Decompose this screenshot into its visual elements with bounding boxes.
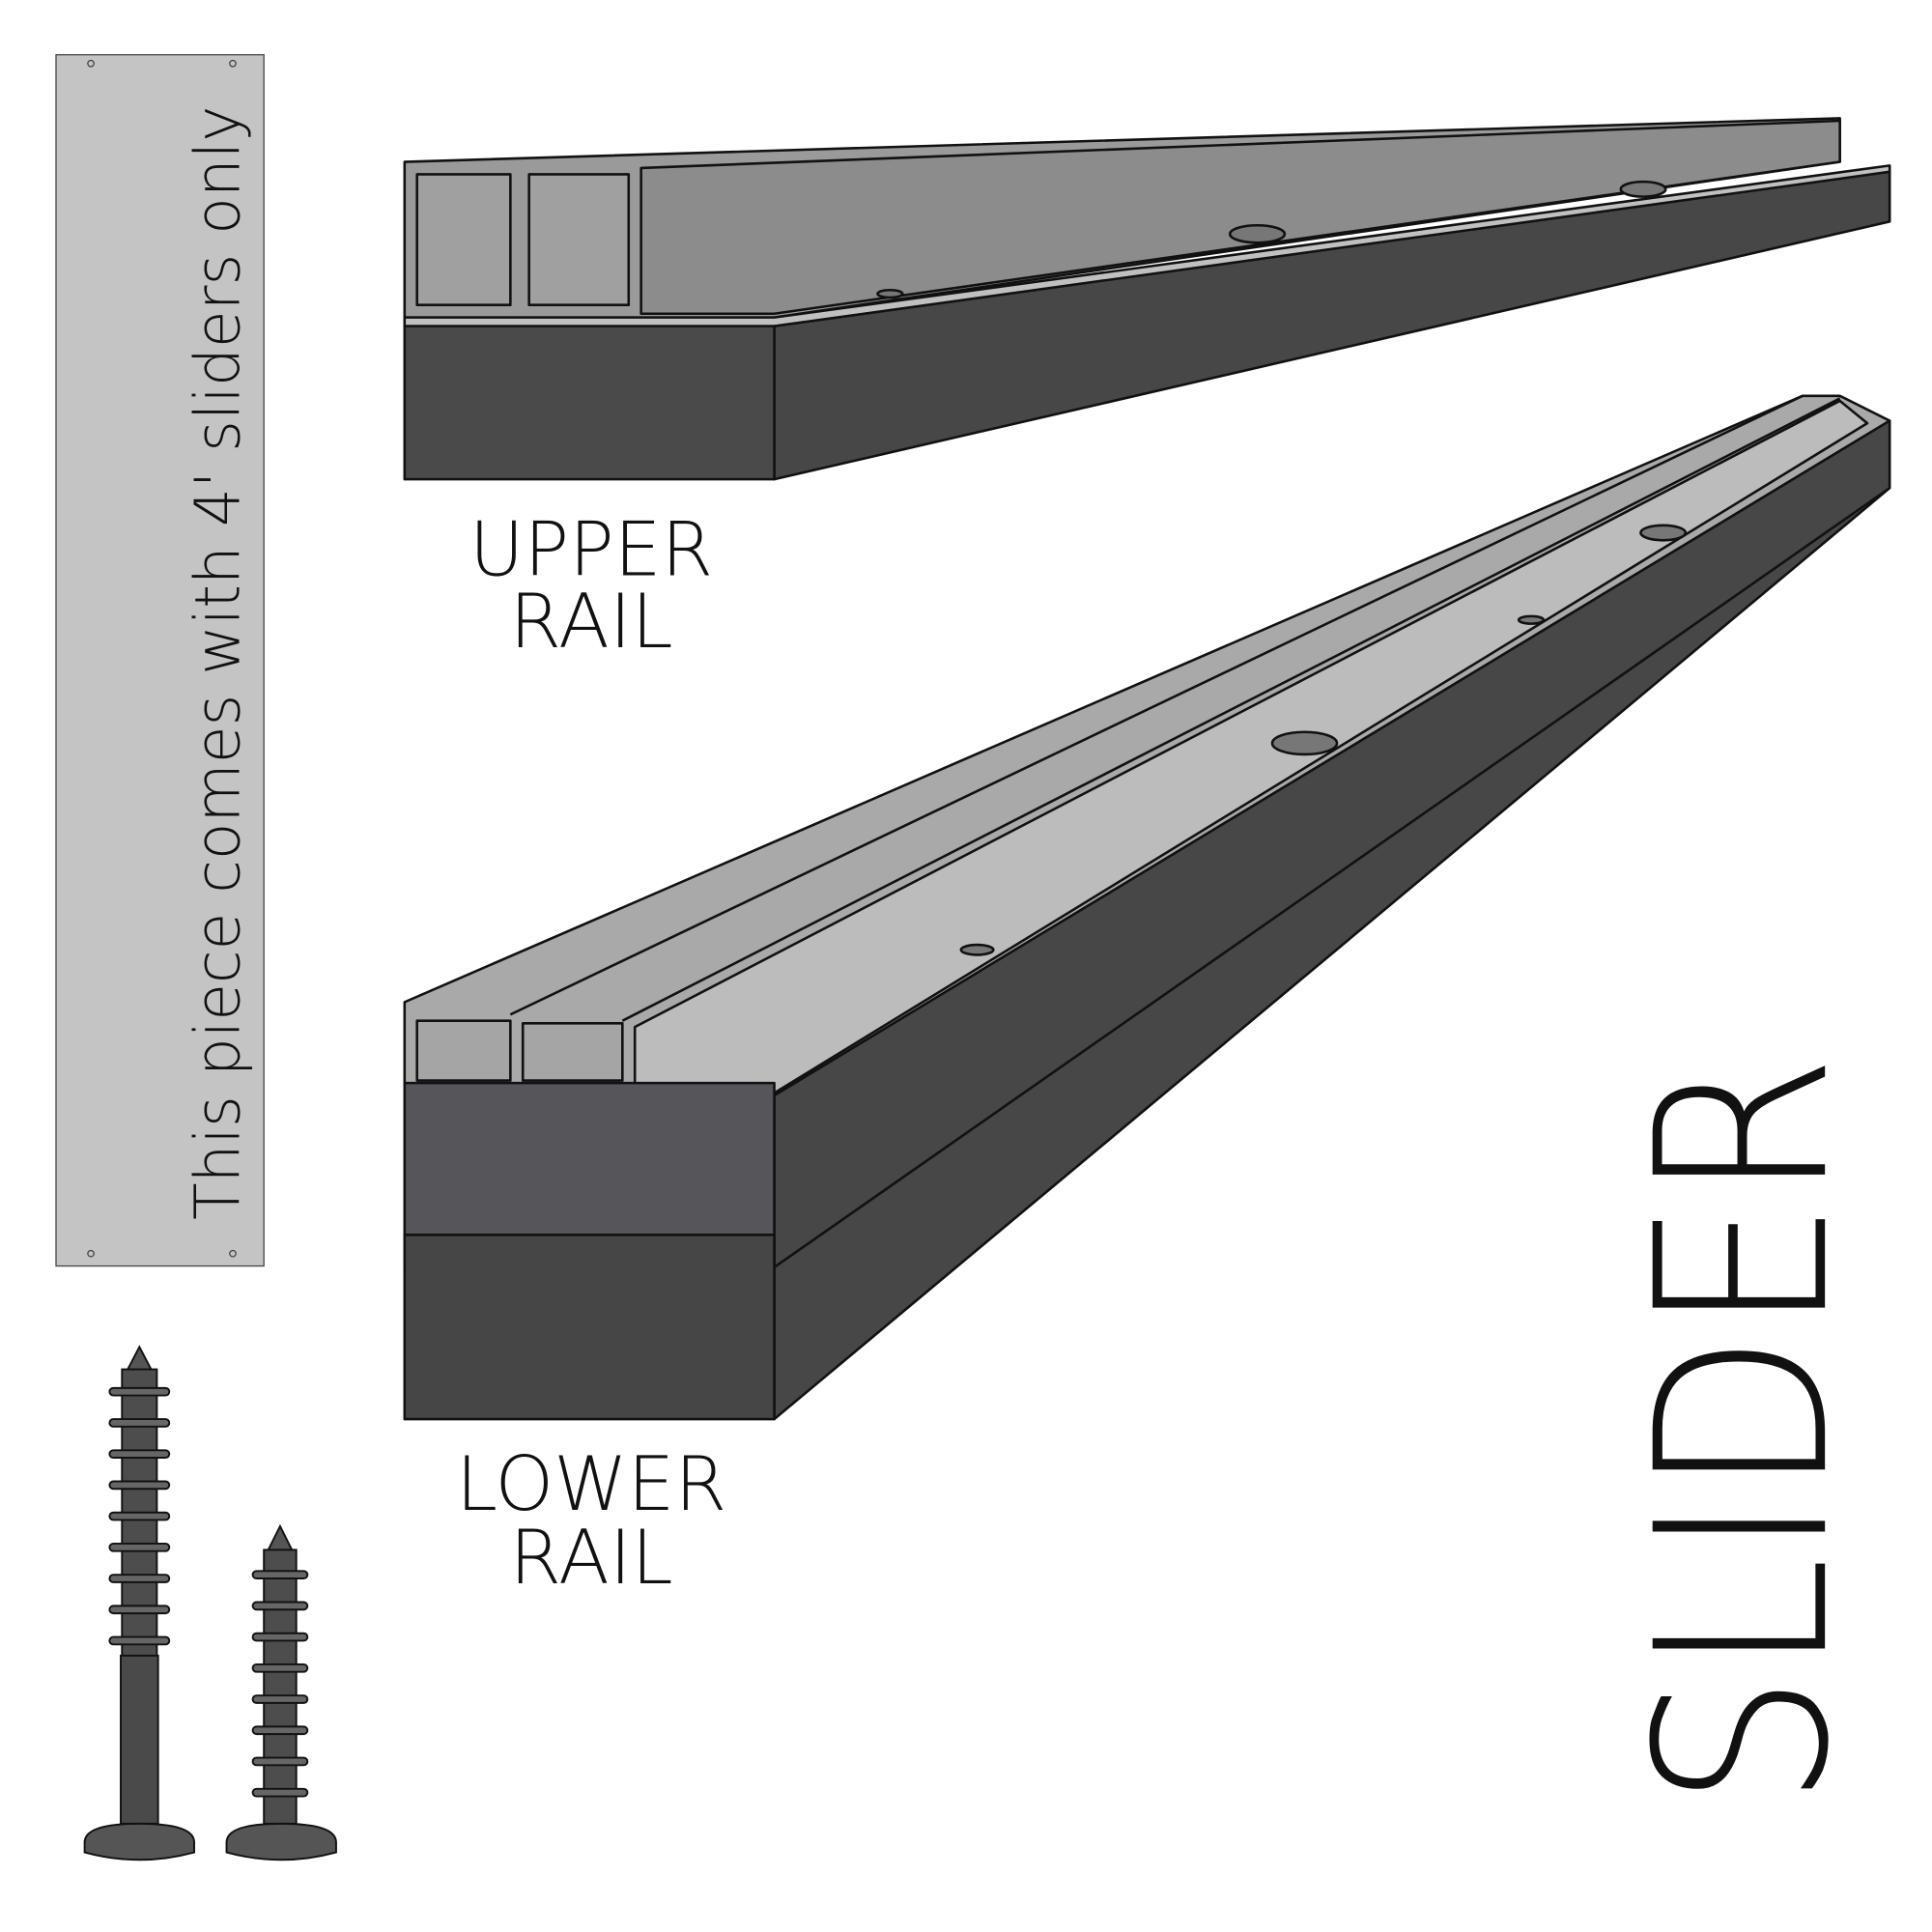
lower-rail-label-line2: RAIL [509, 1515, 672, 1602]
lower-rail-label-line1: LOWER [456, 1441, 726, 1528]
upper-rail-label-line1: UPPER [469, 506, 713, 593]
lower-rail-illustration [403, 394, 1891, 1421]
long-screw-icon [83, 1345, 195, 1861]
upper-rail-illustration [403, 117, 1891, 481]
short-screw-icon [225, 1523, 337, 1861]
note-text: This piece comes with 4' sliders only [182, 106, 254, 1220]
upper-rail-label-line2: RAIL [509, 579, 672, 666]
product-title: SLIDER [1605, 1054, 1881, 1807]
note-panel: This piece comes with 4' sliders only [55, 54, 265, 1267]
